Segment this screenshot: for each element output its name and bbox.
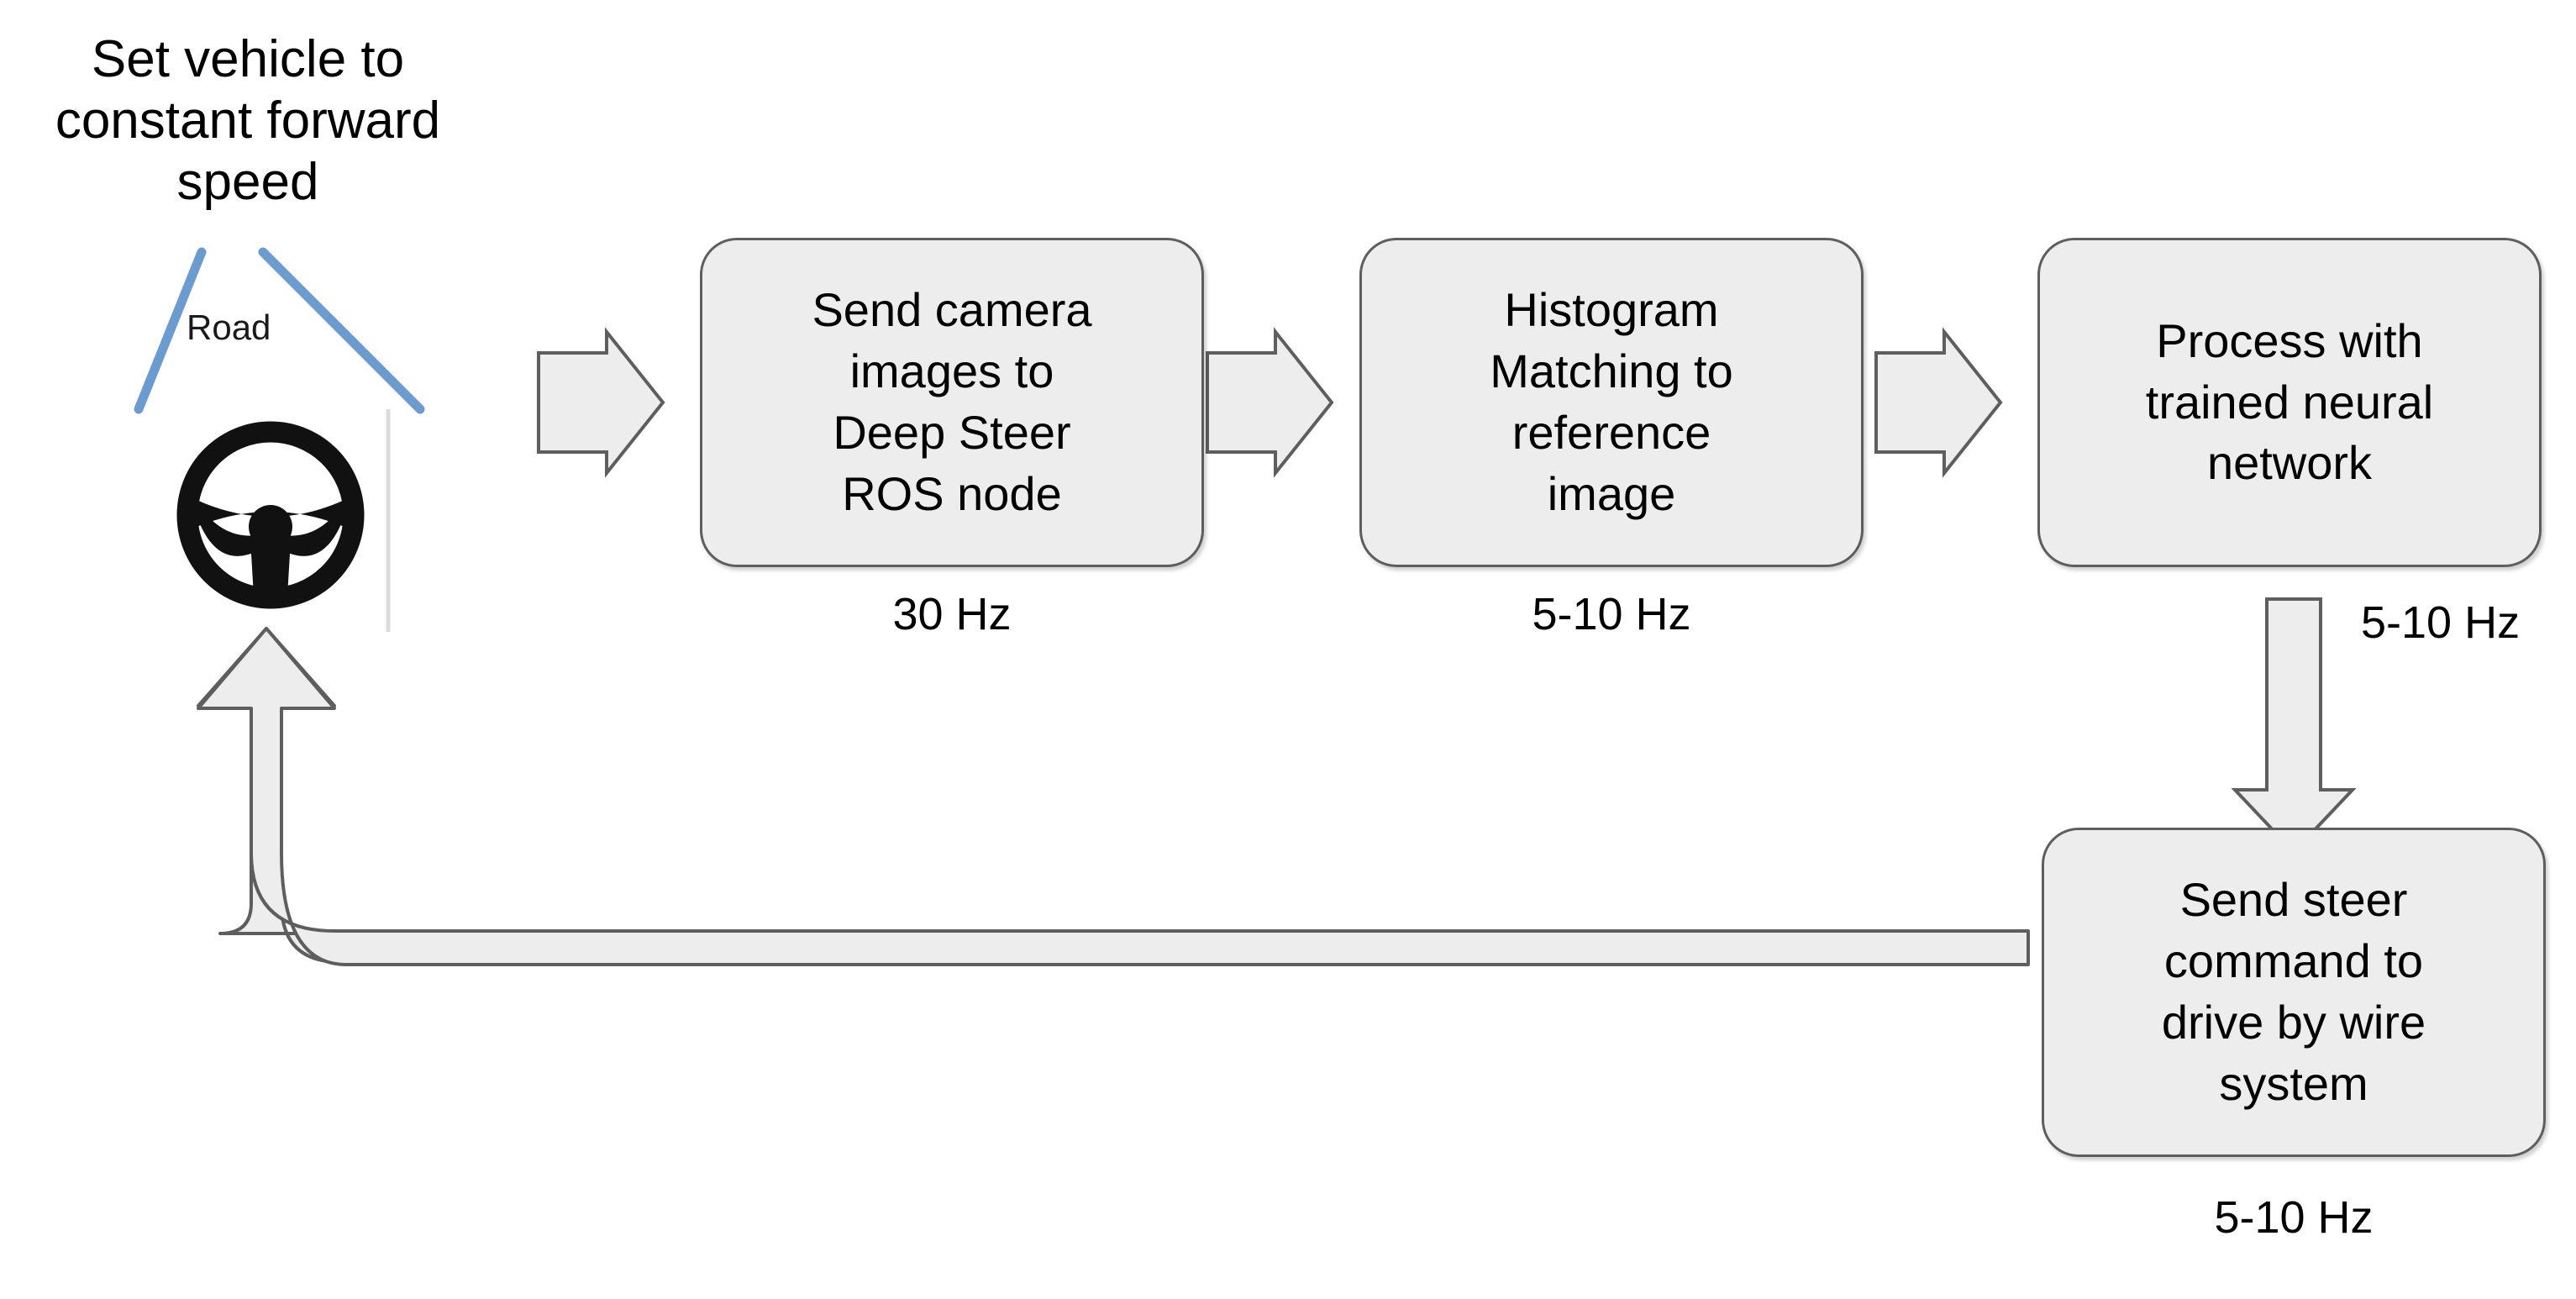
arrow-feedback-to-scene <box>197 627 2030 964</box>
rate-label-send-steer-command: 5-10 Hz <box>2214 1192 2374 1243</box>
road-label: Road <box>187 308 271 347</box>
rate-label-histogram-matching: 5-10 Hz <box>1532 589 1691 639</box>
arrow-histogram-to-neural-network <box>1874 327 2003 478</box>
node-send-steer-command[interactable]: Send steer command to drive by wire syst… <box>2042 828 2546 1157</box>
arrow-scene-to-send-camera-images <box>537 327 665 478</box>
arrow-neural-network-to-send-steer <box>2231 597 2357 855</box>
scene-caption: Set vehicle to constant forward speed <box>55 30 441 212</box>
road-right-line <box>258 247 425 414</box>
arrow-send-camera-to-histogram <box>1206 327 1334 478</box>
node-send-camera-images[interactable]: Send camera images to Deep Steer ROS nod… <box>700 238 1204 567</box>
rate-label-send-camera-images: 30 Hz <box>892 589 1012 639</box>
node-process-neural-network[interactable]: Process with trained neural network <box>2037 238 2542 567</box>
node-histogram-matching[interactable]: Histogram Matching to reference image <box>1359 238 1864 567</box>
arrow-feedback-body <box>197 627 2030 966</box>
rate-label-process-neural-network: 5-10 Hz <box>2361 597 2521 648</box>
steering-wheel-icon <box>176 421 365 609</box>
